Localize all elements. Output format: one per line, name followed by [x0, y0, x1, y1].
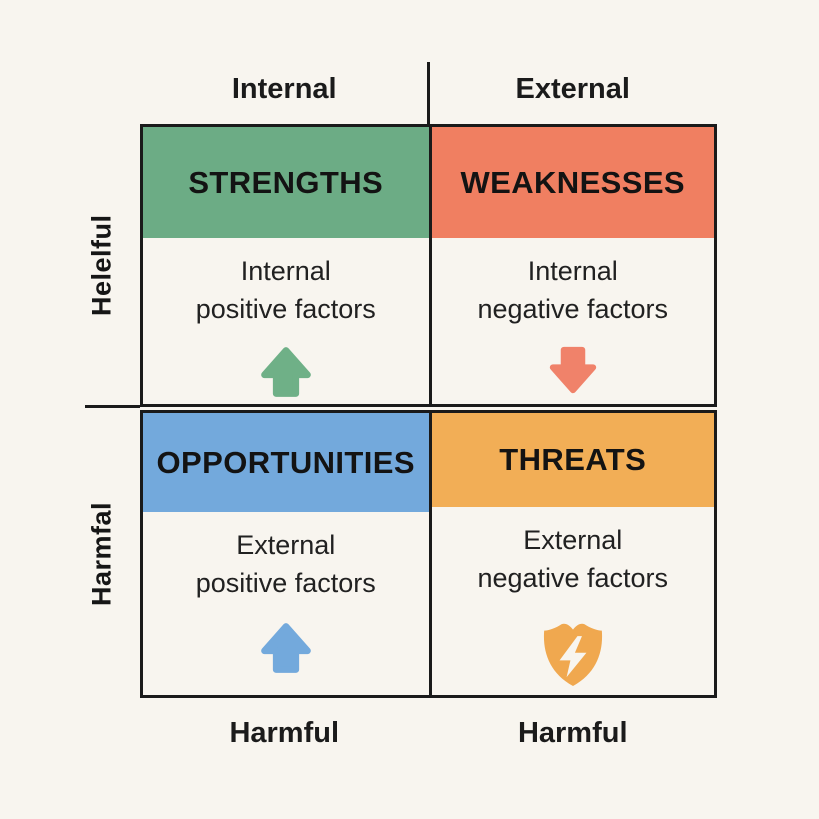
up-arrow-icon	[256, 342, 316, 402]
threats-line2: negative factors	[477, 563, 669, 593]
axis-label-internal: Internal	[231, 72, 337, 105]
opportunities-title: OPPORTUNITIES	[143, 413, 429, 512]
axis-label-harmful-right: Harmful	[517, 716, 628, 749]
strengths-title: STRENGTHS	[143, 127, 429, 238]
axis-label-harmful-side: Harmfal	[86, 501, 117, 607]
opportunities-line1: External	[236, 530, 336, 560]
top-axis: Internal External	[140, 66, 717, 112]
quadrant-weaknesses: WEAKNESSES Internal negative factors	[428, 127, 715, 404]
opportunities-line2: positive factors	[195, 568, 376, 598]
threats-body: External negative factors	[432, 507, 715, 695]
weaknesses-description: Internal negative factors	[477, 252, 668, 328]
quadrant-threats: THREATS External negative factors	[428, 413, 715, 695]
bottom-axis: Harmful Harmful	[140, 710, 717, 756]
strengths-body: Internal positive factors	[143, 238, 429, 404]
up-arrow-icon	[256, 618, 316, 678]
axis-label-helpful: Helelful	[86, 214, 117, 317]
opportunities-body: External positive factors	[143, 512, 429, 695]
swot-matrix: STRENGTHS Internal positive factors WEAK…	[140, 124, 717, 698]
matrix-bottom-row: OPPORTUNITIES External positive factors …	[140, 410, 717, 698]
threats-title: THREATS	[431, 413, 714, 507]
weaknesses-title: WEAKNESSES	[431, 127, 714, 238]
down-arrow-icon	[545, 342, 601, 398]
axis-label-harmful-left: Harmful	[229, 716, 340, 749]
shield-lightning-icon	[532, 613, 614, 695]
weaknesses-line1: Internal	[527, 256, 618, 286]
strengths-line2: positive factors	[195, 294, 376, 324]
horizontal-axis-line	[85, 405, 140, 408]
weaknesses-body: Internal negative factors	[432, 238, 715, 404]
quadrant-opportunities: OPPORTUNITIES External positive factors	[143, 413, 429, 695]
matrix-top-row: STRENGTHS Internal positive factors WEAK…	[140, 124, 717, 407]
vertical-axis-line	[427, 62, 430, 125]
threats-line1: External	[523, 525, 623, 555]
opportunities-description: External positive factors	[196, 526, 376, 602]
weaknesses-line2: negative factors	[477, 294, 669, 324]
quadrant-strengths: STRENGTHS Internal positive factors	[143, 127, 429, 404]
strengths-line1: Internal	[240, 256, 331, 286]
axis-label-external: External	[515, 72, 630, 105]
strengths-description: Internal positive factors	[196, 252, 376, 328]
threats-description: External negative factors	[477, 521, 668, 597]
